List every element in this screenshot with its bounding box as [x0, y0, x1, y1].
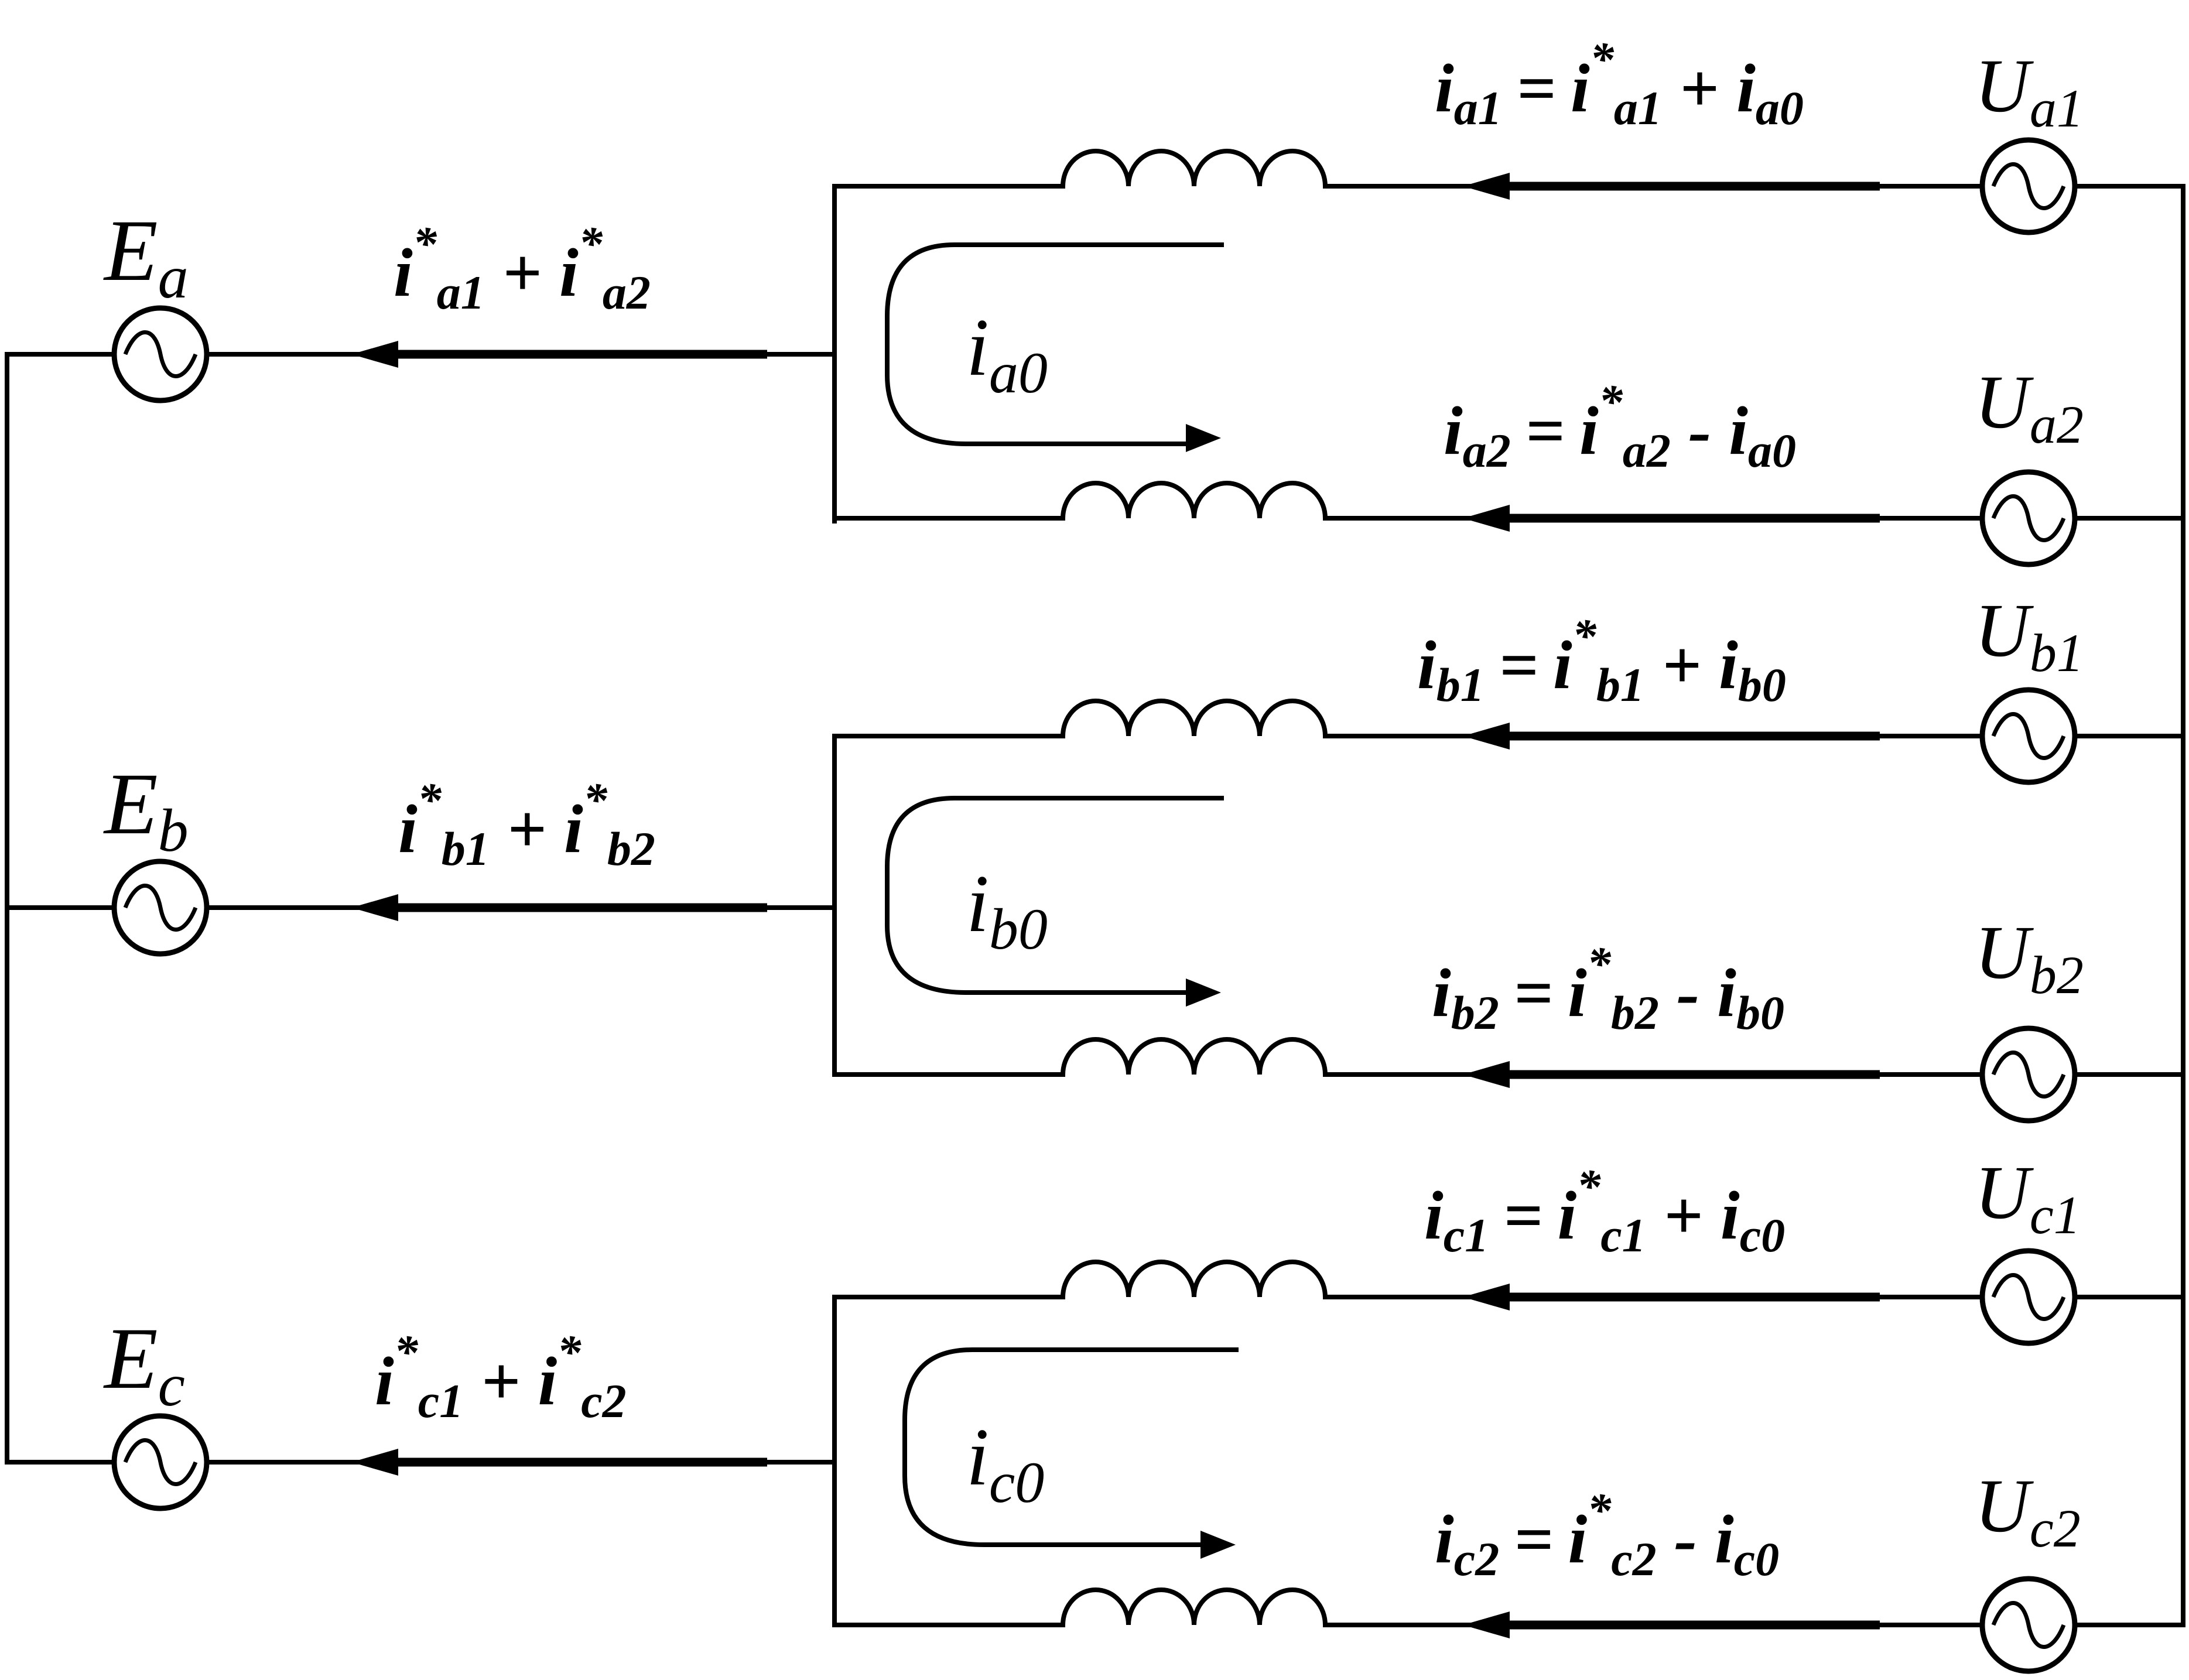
- inductor-icon: [1061, 1260, 1328, 1298]
- phase-a-loop-arrow: [885, 242, 1224, 446]
- phase-c: Ec i*c1+i*c2 Uc1 ic1=i*c1+ic0 Uc2 ic2=i*…: [5, 1151, 2185, 1674]
- phase-b-sum-label: i*b1+i*b2: [398, 773, 655, 875]
- source-u-b1-label: Ub1: [1975, 588, 2084, 683]
- source-e-a-label: Ea: [103, 202, 189, 311]
- phase-a-b1-equation: ia1=i*a1+ia0: [1435, 32, 1804, 135]
- phase-b-b2-equation: ib2=i*b2-ib0: [1432, 937, 1784, 1039]
- phase-a: Ea i*a1+i*a2 Ua1 ia1=i*a1+ia0 Ua2 ia2=i*…: [5, 32, 2185, 567]
- inductor-icon: [1061, 1587, 1328, 1626]
- phase-a-b1-arrowhead: [1463, 173, 1510, 200]
- inductor-icon: [1061, 699, 1328, 737]
- phase-c-loop-label: ic0: [966, 1412, 1044, 1515]
- phase-a-b2-equation: ia2=i*a2-ia0: [1444, 375, 1796, 477]
- sine-icon: [1991, 162, 2066, 210]
- source-u-a1-label: Ua1: [1975, 44, 2084, 138]
- phase-a-loop-label: ia0: [966, 302, 1048, 405]
- phase-c-sum-label: i*c1+i*c2: [375, 1325, 627, 1428]
- phase-b-loop-arrow: [885, 796, 1224, 995]
- phase-c-loop-arrow: [902, 1347, 1239, 1547]
- phase-c-b1-arrowhead: [1463, 1284, 1510, 1311]
- inductor-icon: [1061, 481, 1328, 519]
- phase-a-main-arrowhead: [351, 341, 398, 368]
- sine-icon: [123, 330, 198, 378]
- phase-b-loop-label: ib0: [966, 858, 1048, 962]
- source-u-c1-label: Uc1: [1975, 1151, 2081, 1245]
- phase-b-loop-arrowhead: [1186, 978, 1221, 1007]
- inductor-icon: [1061, 1037, 1328, 1075]
- sine-icon: [123, 884, 198, 932]
- sine-icon: [1991, 1273, 2066, 1321]
- sine-icon: [1991, 1051, 2066, 1099]
- source-e-b-label: Eb: [103, 755, 189, 864]
- phase-c-b1-equation: ic1=i*c1+ic0: [1424, 1159, 1785, 1262]
- phase-c-main-arrowhead: [351, 1449, 398, 1476]
- sine-icon: [123, 1438, 198, 1486]
- phase-b-b1-arrowhead: [1463, 723, 1510, 750]
- phase-c-b2-arrowhead: [1463, 1611, 1510, 1638]
- inductor-icon: [1061, 149, 1328, 187]
- source-e-c-label: Ec: [103, 1310, 185, 1419]
- phase-b-main-arrowhead: [351, 894, 398, 921]
- phase-b: Eb i*b1+i*b2 Ub1 ib1=i*b1+ib0 Ub2 ib2=i*…: [5, 588, 2185, 1124]
- phase-c-loop-arrowhead: [1200, 1531, 1236, 1559]
- source-u-c2-label: Uc2: [1975, 1464, 2081, 1558]
- phase-a-b2-arrowhead: [1463, 505, 1510, 532]
- sine-icon: [1991, 494, 2066, 542]
- source-u-b2-label: Ub2: [1975, 911, 2084, 1005]
- phase-a-loop-arrowhead: [1186, 424, 1221, 452]
- sine-icon: [1991, 712, 2066, 760]
- phase-b-b1-equation: ib1=i*b1+ib0: [1417, 609, 1786, 711]
- phase-a-sum-label: i*a1+i*a2: [394, 217, 651, 319]
- phase-c-b2-equation: ic2=i*c2-ic0: [1435, 1483, 1779, 1586]
- sine-icon: [1991, 1601, 2066, 1649]
- phase-b-b2-arrowhead: [1463, 1061, 1510, 1088]
- source-u-a2-label: Ua2: [1975, 360, 2084, 454]
